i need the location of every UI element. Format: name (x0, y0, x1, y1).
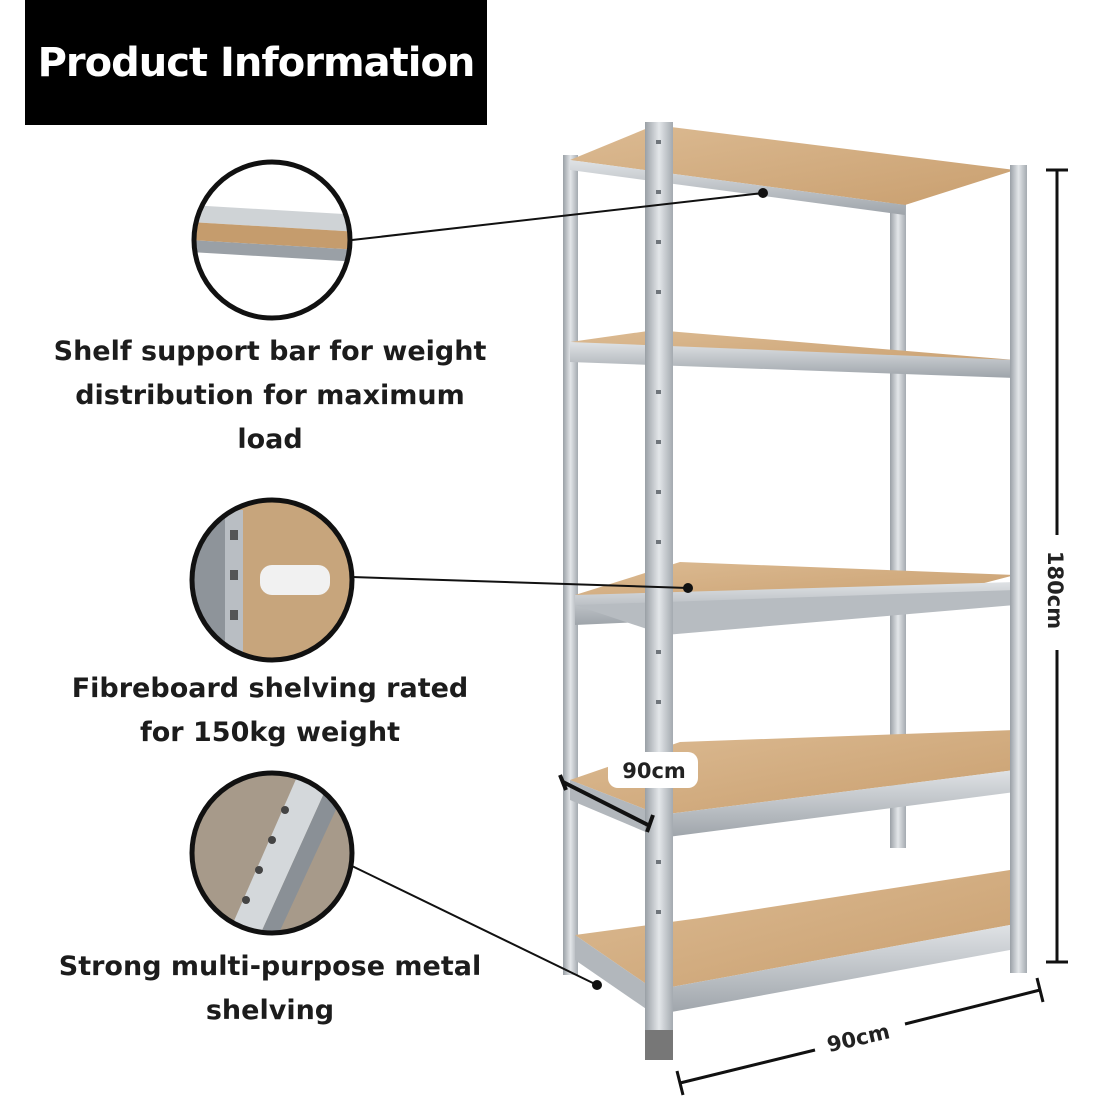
height-dimension: 180cm (1043, 168, 1068, 964)
front-upright-right (1010, 165, 1027, 973)
caption-line: distribution for maximum (75, 380, 465, 411)
caption-line: shelving (205, 995, 335, 1026)
shelf-bottom (575, 870, 1010, 1015)
pointer-line-fibreboard (351, 576, 693, 593)
front-upright-left (645, 122, 673, 1060)
caption-line: for 150kg weight (139, 717, 401, 748)
page-title: Product Information (37, 39, 476, 86)
fibreboard-closeup-icon (189, 497, 355, 663)
support-bar-closeup-icon (191, 159, 353, 321)
depth-label: 90cm (622, 759, 686, 783)
feature-caption-metal: Strong multi-purpose metal shelving (20, 945, 520, 1033)
pointer-line-support-bar (351, 188, 768, 241)
shelf-2 (570, 330, 1015, 378)
height-label: 180cm (1043, 551, 1067, 629)
shelf-3 (575, 562, 1015, 635)
upright-holes (656, 140, 661, 914)
caption-line: Shelf support bar for weight (53, 336, 487, 367)
back-upright-left (563, 155, 578, 975)
title-banner: Product Information (25, 0, 487, 125)
feature-caption-fibreboard: Fibreboard shelving rated for 150kg weig… (20, 667, 520, 755)
shelf-top (570, 125, 1015, 215)
caption-line: Strong multi-purpose metal (58, 951, 482, 982)
depth-dimension: 90cm (558, 752, 698, 833)
pointer-line-metal (351, 865, 602, 990)
caption-line: load (237, 424, 303, 455)
metal-upright-closeup-icon (189, 770, 355, 936)
caption-line: Fibreboard shelving rated (71, 673, 469, 704)
width-label: 90cm (825, 1019, 892, 1057)
feature-caption-support-bar: Shelf support bar for weight distributio… (20, 330, 520, 462)
